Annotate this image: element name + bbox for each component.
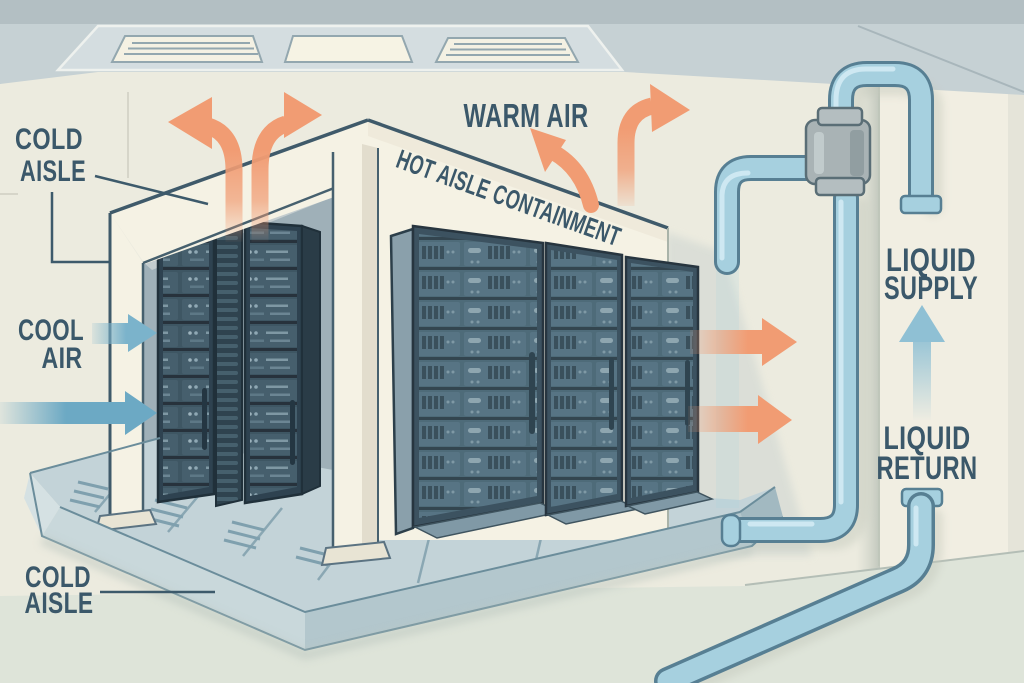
cool-air-arrow-lower — [0, 391, 157, 435]
ceiling — [0, 0, 1024, 95]
rack-handle — [609, 358, 614, 430]
portal-right-pillar — [333, 144, 362, 560]
label-cold-aisle-bottom-line2: AISLE — [25, 587, 94, 620]
ceiling-vent-right — [434, 37, 580, 63]
rack-inside-2 — [243, 220, 321, 505]
rack-handle — [529, 352, 535, 434]
rack-handle — [202, 388, 207, 450]
warm-air-escape-arrows — [168, 92, 322, 242]
rack-side-vent-panel — [215, 224, 243, 508]
rack-base — [625, 491, 715, 515]
far-right-wall-strip — [1008, 0, 1024, 552]
label-liquid-return-line2: RETURN — [877, 450, 978, 486]
label-cool-air: COOL — [18, 314, 84, 347]
rack-handle — [290, 400, 295, 465]
leader-lines — [50, 174, 215, 594]
label-cold-aisle-top-line2: AISLE — [20, 155, 86, 188]
leader-cold-aisle-top-diagonal — [94, 174, 209, 206]
warm-air-banner-arrow — [617, 84, 690, 206]
pipe-junction-fitting — [804, 106, 872, 197]
pipe-end-cap — [720, 513, 742, 548]
exhaust-arrow-lower — [688, 395, 792, 444]
label-warm-air: WARM AIR — [464, 97, 589, 134]
rack-front-3 — [624, 255, 715, 515]
warm-arrow-head-left — [168, 97, 212, 149]
label-liquid-supply-line2: SUPPLY — [884, 270, 978, 306]
labels: COLD AISLE COOL AIR COLD AISLE WARM AIR … — [15, 97, 978, 620]
leader-cold-aisle-top-elbow — [50, 192, 110, 264]
pipe-flange — [899, 194, 943, 215]
liquid-pipes — [654, 61, 944, 683]
exhaust-arrow-upper — [690, 318, 797, 366]
ceiling-vent-left — [110, 35, 264, 63]
pillar-base-plate — [320, 540, 392, 567]
rack-front-2 — [544, 241, 641, 525]
label-liquid-supply: LIQUID — [886, 242, 976, 278]
warm-air-swoosh-arrow — [530, 128, 599, 213]
containment-cast-shadow — [666, 232, 812, 556]
label-cool-air-line2: AIR — [42, 342, 83, 375]
rack-front-1 — [389, 224, 563, 539]
portal-left-pillar — [110, 213, 143, 520]
label-cold-aisle-top: COLD — [15, 123, 83, 156]
floor-wall-edge — [744, 550, 1024, 586]
ceiling-light — [283, 35, 414, 63]
rack-inside-1 — [156, 229, 216, 504]
label-cold-aisle-bottom: COLD — [25, 561, 91, 594]
label-liquid-return: LIQUID — [884, 420, 971, 456]
cool-air-arrows — [0, 314, 157, 435]
warm-arrow-head-right — [284, 92, 322, 138]
plinth-front-faces — [29, 437, 784, 661]
cool-air-arrow-upper — [92, 314, 157, 352]
liquid-supply-arrow — [899, 305, 945, 420]
warm-exhaust-arrows — [688, 318, 797, 444]
